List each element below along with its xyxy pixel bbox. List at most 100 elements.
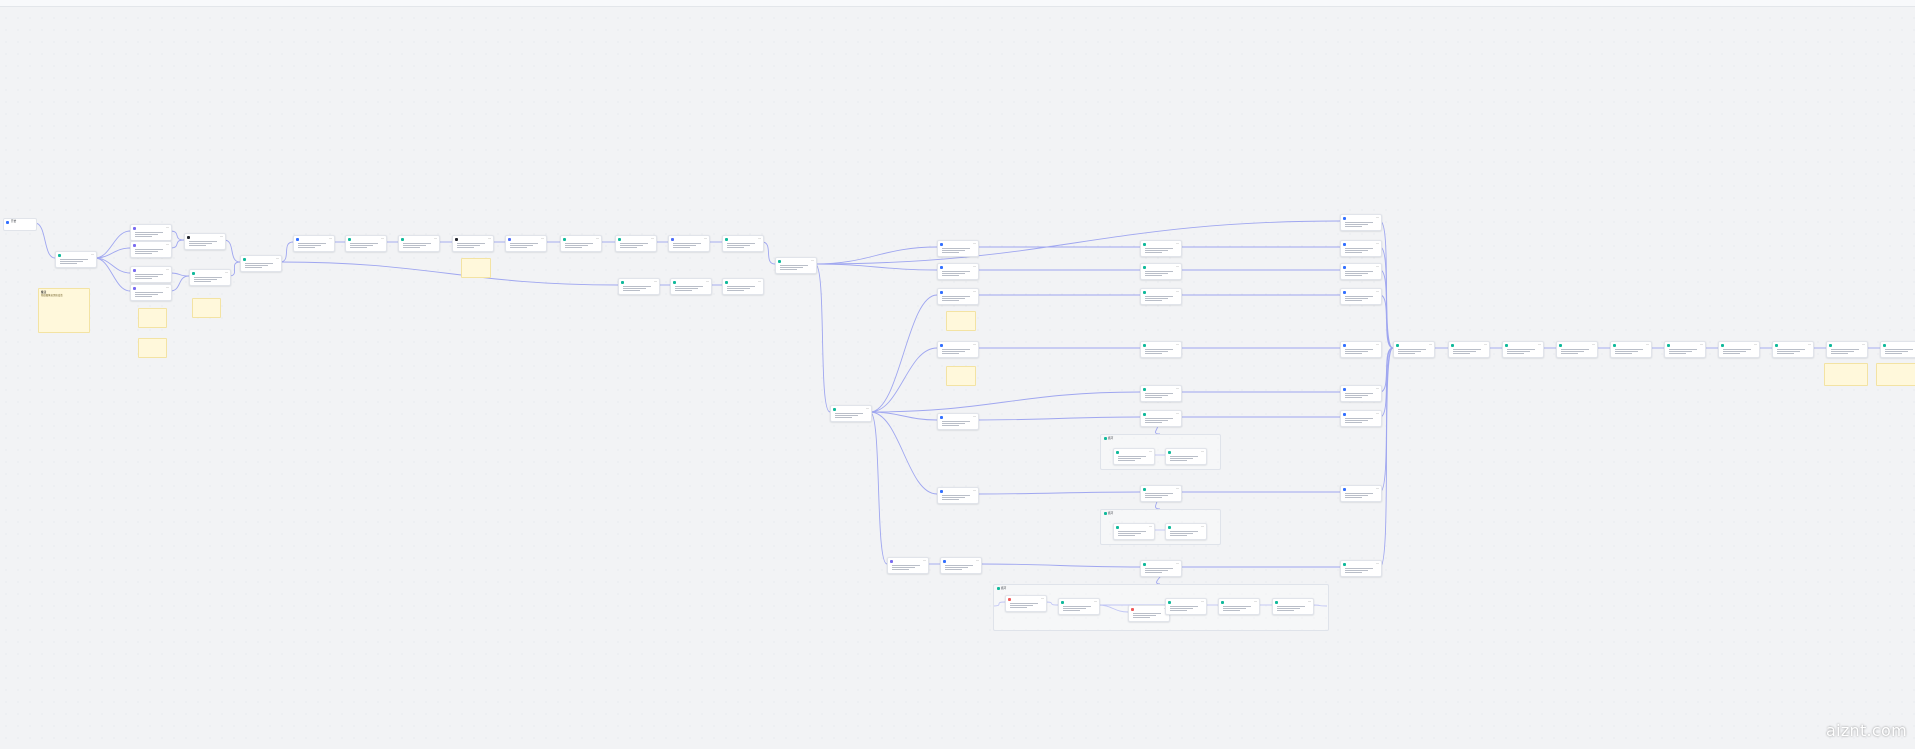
more-dots-icon[interactable]: ⋯ (758, 279, 761, 283)
sticky-note[interactable] (946, 366, 976, 386)
more-dots-icon[interactable]: ⋯ (381, 236, 384, 240)
more-dots-icon[interactable]: ⋯ (1862, 342, 1865, 346)
workflow-node[interactable]: ⋯ (1340, 263, 1382, 280)
more-dots-icon[interactable]: ⋯ (654, 279, 657, 283)
workflow-node[interactable]: ⋯ (130, 224, 172, 241)
more-dots-icon[interactable]: ⋯ (1376, 561, 1379, 565)
workflow-node[interactable]: ⋯ (887, 557, 929, 574)
workflow-node[interactable]: ⋯ (1664, 341, 1706, 358)
more-dots-icon[interactable]: ⋯ (1176, 411, 1179, 415)
workflow-node[interactable]: ⋯ (130, 266, 172, 283)
workflow-node[interactable]: ⋯ (1826, 341, 1868, 358)
workflow-node[interactable]: ⋯ (560, 235, 602, 252)
more-dots-icon[interactable]: ⋯ (541, 236, 544, 240)
workflow-node[interactable]: ⋯ (1165, 448, 1207, 465)
workflow-node[interactable]: ⋯ (1880, 341, 1915, 358)
more-dots-icon[interactable]: ⋯ (1176, 241, 1179, 245)
workflow-node[interactable]: ⋯ (937, 413, 979, 430)
more-dots-icon[interactable]: ⋯ (1149, 524, 1152, 528)
workflow-node[interactable]: ⋯ (1448, 341, 1490, 358)
more-dots-icon[interactable]: ⋯ (1201, 599, 1204, 603)
workflow-node[interactable]: ⋯ (1393, 341, 1435, 358)
more-dots-icon[interactable]: ⋯ (166, 285, 169, 289)
more-dots-icon[interactable]: ⋯ (91, 252, 94, 256)
more-dots-icon[interactable]: ⋯ (1176, 561, 1179, 565)
more-dots-icon[interactable]: ⋯ (973, 264, 976, 268)
more-dots-icon[interactable]: ⋯ (1094, 599, 1097, 603)
more-dots-icon[interactable]: ⋯ (973, 342, 976, 346)
workflow-node[interactable]: ⋯ (1113, 523, 1155, 540)
more-dots-icon[interactable]: ⋯ (973, 289, 976, 293)
sticky-note[interactable] (1876, 363, 1915, 386)
more-dots-icon[interactable]: ⋯ (976, 558, 979, 562)
more-dots-icon[interactable]: ⋯ (1429, 342, 1432, 346)
workflow-node[interactable]: ⋯ (345, 235, 387, 252)
sticky-note[interactable] (1824, 363, 1868, 386)
more-dots-icon[interactable]: ⋯ (1646, 342, 1649, 346)
more-dots-icon[interactable]: ⋯ (1176, 264, 1179, 268)
more-dots-icon[interactable]: ⋯ (1176, 386, 1179, 390)
more-dots-icon[interactable]: ⋯ (276, 256, 279, 260)
workflow-node[interactable]: ⋯ (1340, 485, 1382, 502)
workflow-node[interactable]: ⋯ (505, 235, 547, 252)
more-dots-icon[interactable]: ⋯ (1308, 599, 1311, 603)
more-dots-icon[interactable]: ⋯ (1376, 411, 1379, 415)
workflow-node[interactable]: ⋯ (937, 487, 979, 504)
more-dots-icon[interactable]: ⋯ (704, 236, 707, 240)
more-dots-icon[interactable]: ⋯ (1700, 342, 1703, 346)
more-dots-icon[interactable]: ⋯ (1808, 342, 1811, 346)
workflow-node[interactable]: ⋯ (1165, 598, 1207, 615)
workflow-node[interactable]: ⋯ (1340, 341, 1382, 358)
workflow-node[interactable]: ⋯ (1140, 341, 1182, 358)
workflow-node[interactable]: ⋯ (398, 235, 440, 252)
workflow-node[interactable]: ⋯ (670, 278, 712, 295)
more-dots-icon[interactable]: ⋯ (1149, 449, 1152, 453)
workflow-node[interactable]: ⋯ (130, 241, 172, 258)
more-dots-icon[interactable]: ⋯ (1376, 486, 1379, 490)
workflow-node[interactable]: ⋯ (1165, 523, 1207, 540)
workflow-node[interactable]: ⋯ (1140, 385, 1182, 402)
more-dots-icon[interactable]: ⋯ (434, 236, 437, 240)
sticky-note[interactable] (461, 258, 491, 278)
workflow-node[interactable]: ⋯ (668, 235, 710, 252)
workflow-node[interactable]: ⋯ (1128, 605, 1170, 622)
more-dots-icon[interactable]: ⋯ (1484, 342, 1487, 346)
start-node[interactable]: 开始 (3, 218, 37, 231)
workflow-node[interactable]: ⋯ (722, 235, 764, 252)
more-dots-icon[interactable]: ⋯ (758, 236, 761, 240)
workflow-node[interactable]: ⋯ (240, 255, 282, 272)
more-dots-icon[interactable]: ⋯ (706, 279, 709, 283)
workflow-node[interactable]: ⋯ (940, 557, 982, 574)
more-dots-icon[interactable]: ⋯ (1041, 596, 1044, 600)
workflow-node[interactable]: ⋯ (1340, 240, 1382, 257)
workflow-node[interactable]: ⋯ (1113, 448, 1155, 465)
more-dots-icon[interactable]: ⋯ (1376, 264, 1379, 268)
more-dots-icon[interactable]: ⋯ (1376, 386, 1379, 390)
more-dots-icon[interactable]: ⋯ (166, 267, 169, 271)
workflow-node[interactable]: ⋯ (722, 278, 764, 295)
more-dots-icon[interactable]: ⋯ (1176, 486, 1179, 490)
workflow-node[interactable]: ⋯ (937, 263, 979, 280)
sticky-note[interactable] (946, 311, 976, 331)
workflow-node[interactable]: ⋯ (1340, 560, 1382, 577)
workflow-node[interactable]: ⋯ (1140, 288, 1182, 305)
workflow-node[interactable]: ⋯ (1340, 288, 1382, 305)
workflow-node[interactable]: ⋯ (618, 278, 660, 295)
more-dots-icon[interactable]: ⋯ (973, 414, 976, 418)
workflow-node[interactable]: ⋯ (130, 284, 172, 301)
sticky-note[interactable] (192, 298, 221, 318)
workflow-node[interactable]: ⋯ (293, 235, 335, 252)
more-dots-icon[interactable]: ⋯ (488, 236, 491, 240)
more-dots-icon[interactable]: ⋯ (1376, 241, 1379, 245)
more-dots-icon[interactable]: ⋯ (220, 234, 223, 238)
workflow-node[interactable]: ⋯ (1556, 341, 1598, 358)
workflow-node[interactable]: ⋯ (775, 257, 817, 274)
sticky-note[interactable] (138, 308, 167, 328)
workflow-node[interactable]: ⋯ (1340, 385, 1382, 402)
workflow-node[interactable]: ⋯ (1340, 214, 1382, 231)
more-dots-icon[interactable]: ⋯ (1201, 524, 1204, 528)
more-dots-icon[interactable]: ⋯ (1176, 342, 1179, 346)
workflow-node[interactable]: ⋯ (1140, 263, 1182, 280)
more-dots-icon[interactable]: ⋯ (1376, 342, 1379, 346)
workflow-node[interactable]: ⋯ (937, 341, 979, 358)
